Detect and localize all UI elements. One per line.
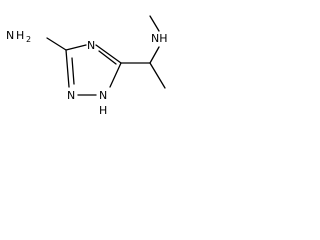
bond-c3-nh2 (46, 37, 67, 51)
bond-chiral-c-methyl (149, 62, 166, 89)
bond-n2-c3 (65, 49, 70, 88)
amine-h2-subscript: 2 (26, 35, 31, 44)
ring-nh-n-label: N (99, 89, 107, 102)
ring-n-left-label: N (67, 89, 75, 102)
bond-n4-c5-double (98, 50, 117, 65)
bond-c3-n4 (65, 44, 87, 51)
structure-diagram: N H 2 N N N H NH (6, 15, 168, 117)
bond-nh-methyl (149, 15, 160, 32)
ring-n-top-label: N (87, 39, 95, 52)
ring-nh-h-label: H (99, 104, 107, 117)
bond-chiral-c-nh (149, 46, 160, 64)
methylamine-nh-label: NH (151, 32, 168, 45)
bond-n4-c5 (95, 44, 122, 64)
bond-n2-c3-double (71, 57, 75, 85)
amine-h-label: H (16, 29, 24, 42)
bond-c5-n1 (109, 62, 122, 88)
amine-n-label: N (6, 29, 14, 42)
